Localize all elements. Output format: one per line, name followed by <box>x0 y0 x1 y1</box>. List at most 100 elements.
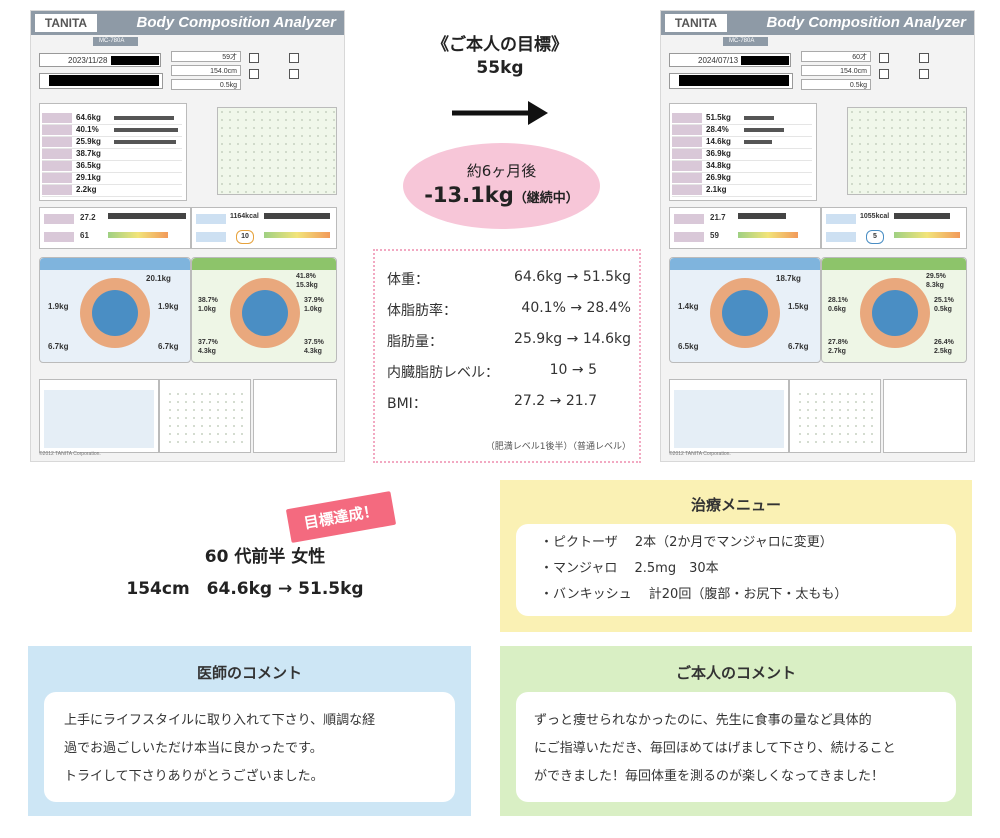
doctor-comment-body: 上手にライフスタイルに取り入れて下さり、順調な経 過でお過ごしいただけ本当に良か… <box>44 692 455 802</box>
bmr-panel: 1055kcal 5 <box>821 207 967 249</box>
seg-muscle-lleg: 6.7kg <box>158 342 179 351</box>
result-period: 約6ヶ月後 <box>466 162 537 180</box>
doctor-comment-box: 医師のコメント 上手にライフスタイルに取り入れて下さり、順調な経 過でお過ごしい… <box>28 646 471 816</box>
visceral-value: 5 <box>866 230 884 244</box>
seg-muscle-lleg: 6.7kg <box>788 342 809 351</box>
seg-fat-larm-kg: 0.5kg <box>934 306 952 313</box>
treatment-box: 治療メニュー ・ピクトーザ 2本（2か月でマンジャロに変更） ・マンジャロ 2.… <box>500 480 972 632</box>
treatment-item: ・バンキッシュ 計20回（腹部・お尻下・太もも） <box>540 587 848 602</box>
trend-panel <box>789 379 881 453</box>
comment-line: ずっと痩せられなかったのに、先生に食事の量など具体的 <box>534 713 872 728</box>
weight-value: 64.6kg <box>76 113 101 122</box>
comparison-box: 体重：64.6kg → 51.5kg 体脂肪率：40.1% → 28.4% 脂肪… <box>373 249 641 463</box>
redaction <box>741 56 789 65</box>
model-label: MC-780A <box>93 37 139 46</box>
treatment-item: ・マンジャロ 2.5mg 30本 <box>540 561 719 576</box>
goal-achieved-badge: 目標達成！ <box>285 491 397 543</box>
seg-muscle-trunk: 20.1kg <box>146 274 171 283</box>
seg-muscle-trunk: 18.7kg <box>776 274 801 283</box>
loss-value: -13.1kg <box>424 183 514 207</box>
ffm-value: 36.9kg <box>706 149 731 158</box>
result-loss: -13.1kg（継続中） <box>403 183 600 207</box>
segment-fat-panel: 29.5%8.3kg 28.1%0.6kg 25.1%0.5kg 27.8%2.… <box>821 257 967 363</box>
seg-muscle-rleg: 6.7kg <box>48 342 69 351</box>
bmi-panel: 21.7 59 <box>669 207 821 249</box>
visceral-value: 10 <box>236 230 254 244</box>
fat-percent-value: 28.4% <box>706 125 729 134</box>
segment-muscle-panel: 20.1kg 1.9kg 1.9kg 6.7kg 6.7kg <box>39 257 191 363</box>
seg-fat-rleg-kg: 4.3kg <box>198 348 216 355</box>
seg-fat-lleg-kg: 4.3kg <box>304 348 322 355</box>
treatment-item: ・ピクトーザ 2本（2か月でマンジャロに変更） <box>540 535 833 550</box>
segment-muscle-panel: 18.7kg 1.4kg 1.5kg 6.5kg 6.7kg <box>669 257 821 363</box>
bia-panel <box>253 379 337 453</box>
checkbox <box>919 53 929 63</box>
bmr-value: 1164kcal <box>230 213 259 220</box>
goal-value: 55kg <box>476 58 524 78</box>
age-value: 60才 <box>801 51 871 62</box>
checkbox <box>919 69 929 79</box>
row-value: 64.6kg → 51.5kg <box>514 269 631 285</box>
result-oval <box>403 143 600 229</box>
report-before: TANITA Body Composition Analyzer MC-780A… <box>30 10 345 462</box>
water-value: 26.9kg <box>706 173 731 182</box>
loss-note: （継続中） <box>513 191 579 206</box>
patient-stats: 154cm 64.6kg → 51.5kg <box>126 579 364 599</box>
checkbox <box>879 53 889 63</box>
body-type-chart <box>217 107 337 195</box>
checkboxes <box>249 51 333 91</box>
seg-fat-larm-pct: 25.1% <box>934 297 954 304</box>
fat-mass-value: 25.9kg <box>76 137 101 146</box>
age-value: 59才 <box>171 51 241 62</box>
seg-fat-rarm-pct: 38.7% <box>198 297 218 304</box>
treatment-title: 治療メニュー <box>690 496 781 514</box>
bmr-panel: 1164kcal 10 <box>191 207 337 249</box>
checkbox <box>879 69 889 79</box>
seg-fat-lleg-kg: 2.5kg <box>934 348 952 355</box>
checkboxes <box>879 51 963 91</box>
balance-panel <box>669 379 789 453</box>
treatment-list: ・ピクトーザ 2本（2か月でマンジャロに変更） ・マンジャロ 2.5mg 30本… <box>516 524 956 616</box>
fat-percent-value: 40.1% <box>76 125 99 134</box>
weight-value: 51.5kg <box>706 113 731 122</box>
comment-line: ができました！毎回体重を測るのが楽しくなってきました！ <box>534 769 884 784</box>
seg-fat-larm-kg: 1.0kg <box>304 306 322 313</box>
height-value: 154.0cm <box>801 65 871 76</box>
checkbox <box>289 53 299 63</box>
checkbox <box>289 69 299 79</box>
comment-line: 上手にライフスタイルに取り入れて下さり、順調な経 <box>64 713 376 728</box>
bmi-value: 27.2 <box>80 213 96 222</box>
bone-value: 2.1kg <box>706 185 727 194</box>
patient-profile: 60 代前半 女性 <box>204 547 326 567</box>
patient-comment-box: ご本人のコメント ずっと痩せられなかったのに、先生に食事の量など具体的 にご指導… <box>500 646 972 816</box>
segment-fat-panel: 41.8%15.3kg 38.7%1.0kg 37.9%1.0kg 37.7%4… <box>191 257 337 363</box>
seg-fat-rarm-kg: 1.0kg <box>198 306 216 313</box>
row-label: BMI： <box>387 396 427 412</box>
bmi-note: （肥満レベル1後半）（普通レベル） <box>485 442 631 452</box>
muscle-value: 34.8kg <box>706 161 731 170</box>
row-label: 脂肪量： <box>387 334 443 350</box>
report-title: Body Composition Analyzer <box>766 14 966 31</box>
model-label: MC-780A <box>723 37 769 46</box>
report-after: TANITA Body Composition Analyzer MC-780A… <box>660 10 975 462</box>
doctor-comment-title: 医師のコメント <box>196 664 302 682</box>
clothes-value: 0.5kg <box>171 79 241 90</box>
trend-panel <box>159 379 251 453</box>
arrow-right-icon <box>452 101 548 125</box>
muscle-value: 36.5kg <box>76 161 101 170</box>
brand-logo: TANITA <box>35 14 97 32</box>
seg-muscle-larm: 1.9kg <box>158 302 179 311</box>
comment-line: トライして下さりありがとうございました。 <box>64 769 324 784</box>
clothes-value: 0.5kg <box>801 79 871 90</box>
seg-fat-trunk-pct: 29.5% <box>926 273 946 280</box>
row-value: 10 → 5 <box>549 362 597 378</box>
checkbox <box>249 53 259 63</box>
seg-muscle-rarm: 1.4kg <box>678 302 699 311</box>
bone-value: 2.2kg <box>76 185 97 194</box>
report-title: Body Composition Analyzer <box>136 14 336 31</box>
footer: ©2012 TANITA Corporation. <box>669 451 731 457</box>
checkbox <box>249 69 259 79</box>
seg-fat-trunk-pct: 41.8% <box>296 273 316 280</box>
comment-line: 過でお過ごしいただけ本当に良かったです。 <box>64 741 323 756</box>
seg-fat-trunk-kg: 8.3kg <box>926 282 944 289</box>
